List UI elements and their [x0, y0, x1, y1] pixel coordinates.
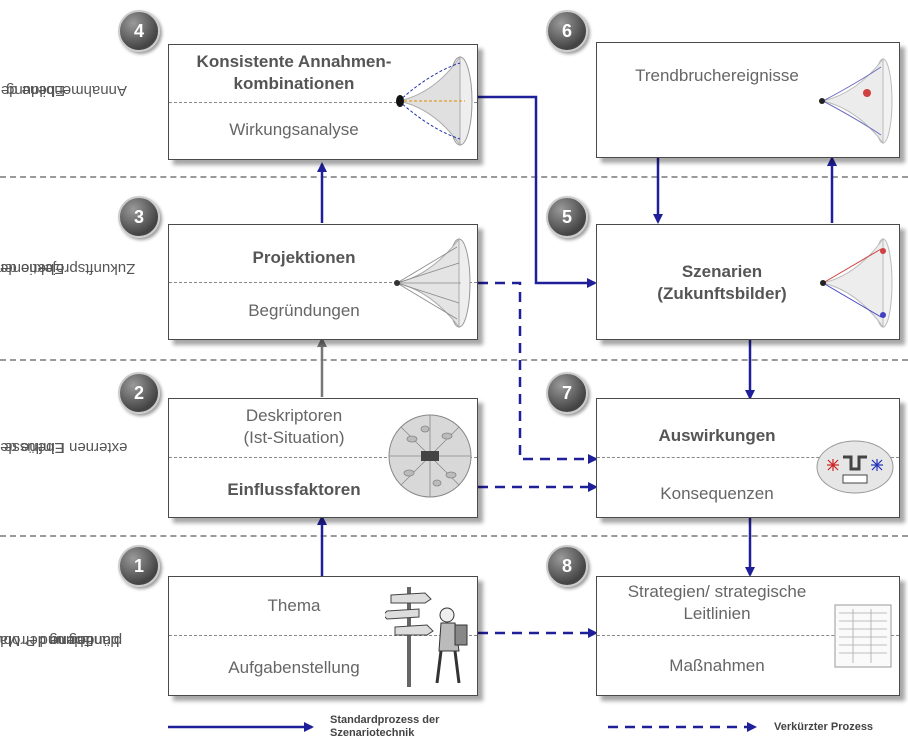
signpost-hiker-icon [385, 587, 468, 687]
step-badge-4: 4 [118, 10, 160, 52]
level-separator [0, 176, 908, 178]
step-badge-3: 3 [118, 196, 160, 238]
step-8-subtitle: Maßnahmen [669, 656, 765, 675]
step-1-subtitle: Aufgabenstellung [228, 658, 360, 677]
step-badge-2: 2 [118, 372, 160, 414]
step-3-subtitle: Begründungen [248, 301, 360, 320]
step-4-title: Konsistente Annahmen-kombinationen [196, 52, 392, 93]
trend-break-icon [819, 57, 893, 145]
scenario-funnel-icon [820, 237, 893, 329]
step-2-box: Deskriptoren(Ist-Situation) Einflussfakt… [168, 398, 478, 518]
strategy-document-icon [834, 604, 892, 668]
step-badge-1: 1 [118, 545, 160, 587]
step-2-title: Deskriptoren(Ist-Situation) [243, 406, 345, 447]
step-6-title: Trendbruchereignisse [635, 66, 799, 85]
projection-fan-icon [394, 237, 471, 329]
step-badge-8: 8 [546, 545, 588, 587]
step-3-box: Projektionen Begründungen [168, 224, 478, 340]
step-2-subtitle: Einflussfaktoren [227, 480, 361, 499]
step-badge-6: 6 [546, 10, 588, 52]
step-7-title: Auswirkungen [658, 426, 776, 445]
step-5-box: Szenarien(Zukunftsbilder) [596, 224, 900, 340]
step-4-subtitle: Wirkungsanalyse [229, 120, 359, 139]
step-7-box: Auswirkungen Konsequenzen [596, 398, 900, 518]
impact-network-icon [816, 440, 894, 494]
step-badge-5: 5 [546, 196, 588, 238]
funnel-icon [396, 55, 473, 147]
step-6-box: Trendbruchereignisse [596, 42, 900, 158]
step-5-title: Szenarien(Zukunftsbilder) [657, 262, 787, 303]
level-separator [0, 535, 908, 537]
step-7-subtitle: Konsequenzen [660, 484, 774, 503]
legend-shortened-process: Verkürzter Prozess [774, 721, 874, 733]
level-separator [0, 359, 908, 361]
influence-network-icon [388, 414, 472, 498]
step-badge-7: 7 [546, 372, 588, 414]
step-3-title: Projektionen [252, 248, 356, 267]
step-1-box: Thema Aufgabenstellung [168, 576, 478, 696]
step-4-box: Konsistente Annahmen-kombinationen Wirku… [168, 44, 478, 160]
step-1-title: Thema [267, 596, 321, 615]
